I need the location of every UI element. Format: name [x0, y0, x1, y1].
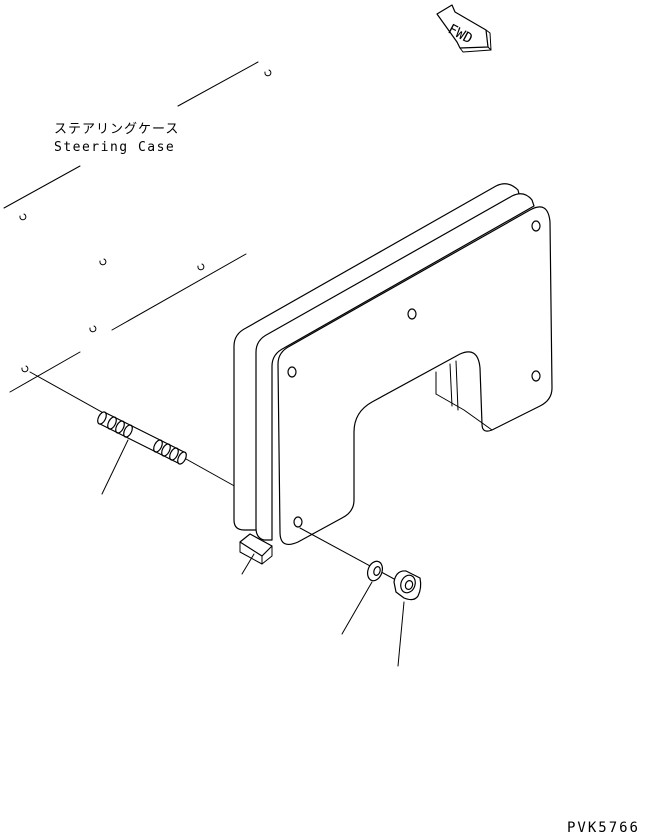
stud-bolt [29, 371, 239, 489]
washer-and-nut [299, 527, 422, 601]
steering-case-label-en: Steering Case [54, 140, 176, 155]
cover-assembly [233, 183, 553, 565]
washer [366, 560, 384, 582]
steering-case-label-jp: ステアリングケース [54, 122, 180, 137]
fwd-arrow-icon: FWD [436, 4, 492, 53]
steering-case-outline [3, 61, 272, 393]
drawing-number: PVK5766 [566, 820, 640, 836]
fwd-text: FWD [445, 21, 475, 47]
nut [393, 570, 422, 601]
leader-lines [101, 439, 405, 667]
